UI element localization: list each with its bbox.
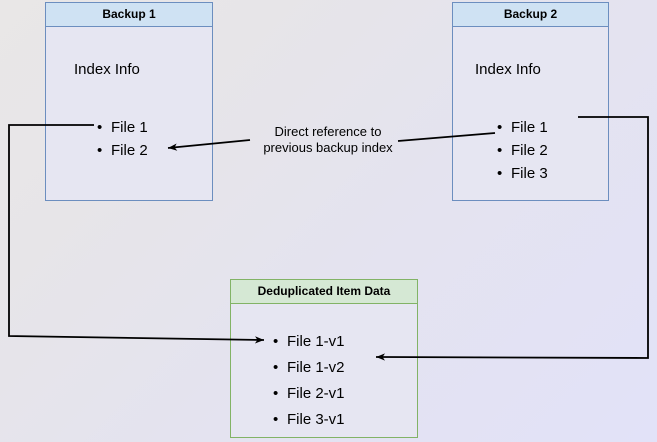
backup-2-index-info-label: Index Info bbox=[475, 61, 541, 78]
list-item: File 2 bbox=[97, 139, 148, 162]
backup-1-header: Backup 1 bbox=[46, 3, 212, 27]
backup-1-index-info-label: Index Info bbox=[74, 61, 140, 78]
list-item: File 3-v1 bbox=[273, 407, 345, 433]
backup-2-header: Backup 2 bbox=[453, 3, 608, 27]
deduplicated-file-list: File 1-v1 File 1-v2 File 2-v1 File 3-v1 bbox=[273, 329, 345, 433]
list-item: File 2-v1 bbox=[273, 381, 345, 407]
list-item: File 1-v2 bbox=[273, 355, 345, 381]
list-item: File 1 bbox=[497, 116, 548, 139]
list-item: File 3 bbox=[497, 162, 548, 185]
list-item: File 2 bbox=[497, 139, 548, 162]
direct-reference-label: Direct reference to previous backup inde… bbox=[263, 124, 393, 155]
backup-1-file-list: File 1 File 2 bbox=[97, 116, 148, 162]
backup-2-body: Index Info File 1 File 2 File 3 bbox=[453, 27, 608, 200]
backup-2-file-list: File 1 File 2 File 3 bbox=[497, 116, 548, 185]
deduplicated-item-data-body: File 1-v1 File 1-v2 File 2-v1 File 3-v1 bbox=[231, 304, 417, 437]
deduplicated-item-data-box: Deduplicated Item Data File 1-v1 File 1-… bbox=[230, 279, 418, 438]
deduplicated-item-data-header: Deduplicated Item Data bbox=[231, 280, 417, 304]
backup-2-box: Backup 2 Index Info File 1 File 2 File 3 bbox=[452, 2, 609, 201]
backup-1-box: Backup 1 Index Info File 1 File 2 bbox=[45, 2, 213, 201]
backup-1-body: Index Info File 1 File 2 bbox=[46, 27, 212, 200]
list-item: File 1-v1 bbox=[273, 329, 345, 355]
list-item: File 1 bbox=[97, 116, 148, 139]
